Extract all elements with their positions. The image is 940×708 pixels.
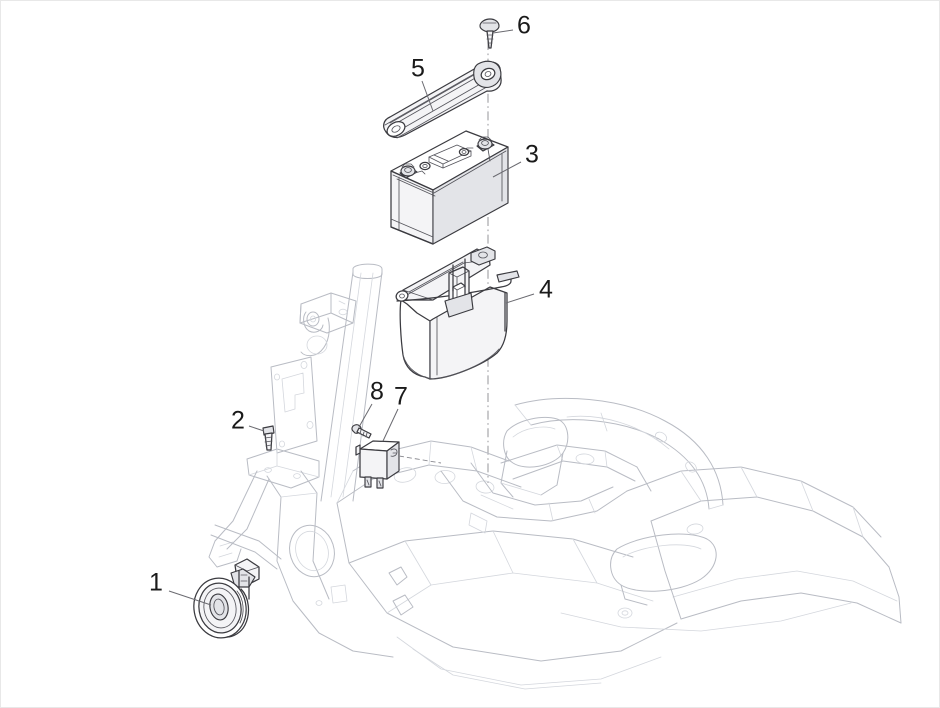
front-frame-tube	[208, 470, 270, 568]
callout-8-leader	[358, 403, 373, 428]
callout-8-number: 8	[370, 378, 384, 406]
callout-8: 8	[358, 378, 384, 428]
callout-1-number: 1	[149, 569, 163, 597]
rear-arch-panel	[514, 397, 724, 510]
lower-skirt	[396, 602, 852, 690]
horn	[193, 558, 260, 639]
scooter-frame-assembly	[208, 263, 902, 690]
callout-2: 2	[231, 407, 265, 435]
callout-6-number: 6	[517, 12, 531, 40]
callout-4: 4	[505, 276, 553, 304]
steering-bracket-upper	[299, 292, 357, 357]
callout-3-number: 3	[525, 141, 539, 169]
callout-6: 6	[492, 12, 531, 40]
callout-5-leader	[421, 80, 434, 112]
battery	[390, 130, 509, 245]
starter-relay	[355, 440, 442, 489]
callout-2-number: 2	[231, 407, 245, 435]
horn-mounting-bolt	[262, 425, 275, 451]
callout-7-leader	[382, 408, 399, 442]
callout-layer: 1 2 3 4 5 6	[149, 12, 553, 606]
frame-bracket-plate	[246, 356, 320, 489]
relay-fixing-screw	[351, 424, 372, 439]
callout-4-leader	[505, 293, 535, 304]
rear-pad	[610, 523, 717, 606]
battery-terminal-negative	[399, 161, 431, 179]
misc-small-brackets	[388, 512, 633, 619]
callout-5-number: 5	[411, 55, 425, 83]
horn-bracket-arm	[210, 524, 282, 570]
callout-1-leader	[168, 590, 212, 606]
steering-head-tube	[320, 263, 383, 502]
callout-5: 5	[411, 55, 434, 112]
saddle-block	[500, 417, 569, 498]
holder-latch	[444, 258, 474, 318]
callout-3: 3	[492, 141, 539, 178]
callout-2-leader	[248, 425, 265, 432]
battery-retaining-strap	[383, 60, 502, 139]
callout-7: 7	[382, 383, 408, 442]
strap-fixing-screw	[479, 18, 500, 49]
battery-terminal-positive	[458, 136, 495, 162]
callout-1: 1	[149, 569, 212, 606]
callout-4-number: 4	[539, 276, 553, 304]
callout-7-number: 7	[394, 383, 408, 411]
callout-3-leader	[492, 161, 522, 178]
battery-holder-box	[395, 246, 520, 380]
callout-6-leader	[492, 29, 514, 34]
